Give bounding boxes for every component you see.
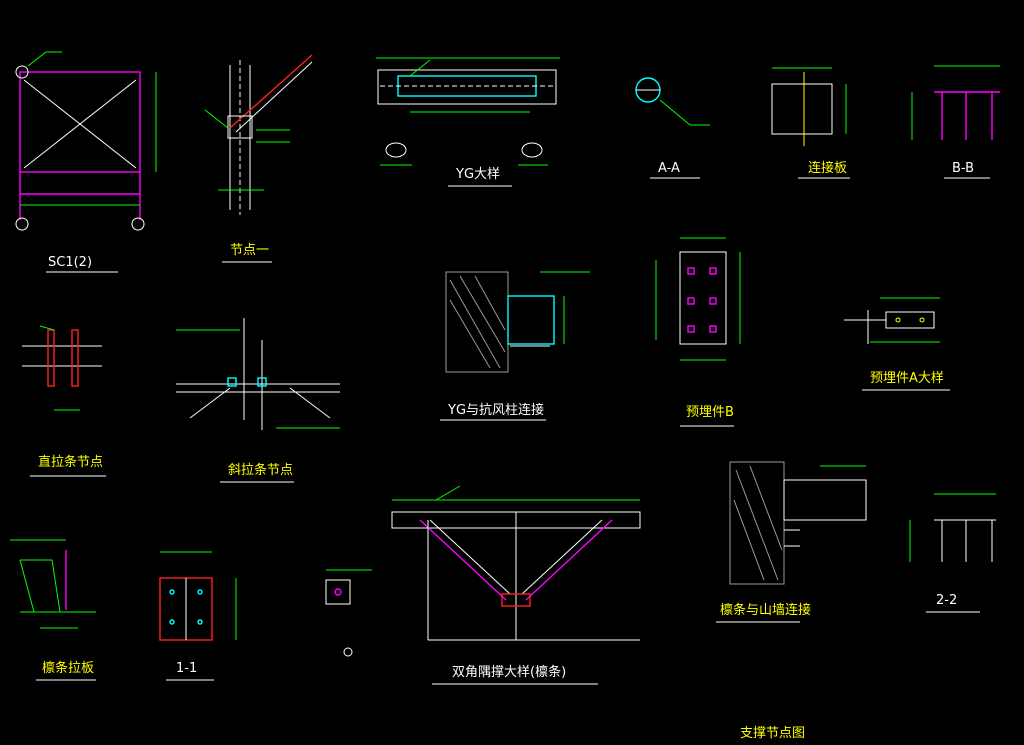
- title-node1: 节点一: [230, 243, 269, 258]
- detail-sc1: [15, 51, 157, 231]
- title-aa: A-A: [658, 161, 680, 176]
- title-yg: YG大样: [455, 167, 500, 182]
- title-sc1: SC1(2): [48, 255, 92, 270]
- title-bb: B-B: [952, 161, 974, 176]
- detail-section-22: [909, 493, 996, 562]
- title-diag-tie: 斜拉条节点: [228, 462, 293, 478]
- title-section-22: 2-2: [936, 593, 957, 608]
- title-section-11: 1-1: [176, 661, 197, 676]
- title-connplate: 连接板: [808, 160, 847, 176]
- title-straight-tie: 直拉条节点: [38, 454, 103, 470]
- detail-purlin-wall: [729, 461, 867, 585]
- title-embed-a: 预埋件A大样: [870, 371, 944, 386]
- detail-bb: [911, 65, 1000, 140]
- detail-connplate: [771, 67, 847, 146]
- detail-aa: [635, 77, 710, 126]
- detail-double-angle: [391, 485, 641, 641]
- detail-embed-b: [655, 237, 741, 361]
- detail-section-11: [159, 551, 237, 641]
- detail-straight-tie: [22, 325, 102, 411]
- detail-yg: [376, 57, 560, 166]
- title-double-angle: 双角隅撑大样(檩条): [452, 664, 566, 680]
- title-yg-wind: YG与抗风柱连接: [447, 402, 544, 418]
- detail-yg-wind: [445, 271, 590, 373]
- detail-node1: [204, 54, 313, 215]
- title-bottom: 支撑节点图: [740, 726, 805, 741]
- title-embed-b: 预埋件B: [686, 405, 734, 420]
- title-purlin-wall: 檩条与山墙连接: [720, 602, 811, 618]
- title-purlin-brace: 檩条拉板: [42, 660, 94, 676]
- detail-small-plate: [325, 569, 372, 657]
- detail-purlin-brace: [10, 539, 96, 629]
- detail-diag-tie: [176, 318, 340, 430]
- detail-embed-a: [844, 297, 940, 344]
